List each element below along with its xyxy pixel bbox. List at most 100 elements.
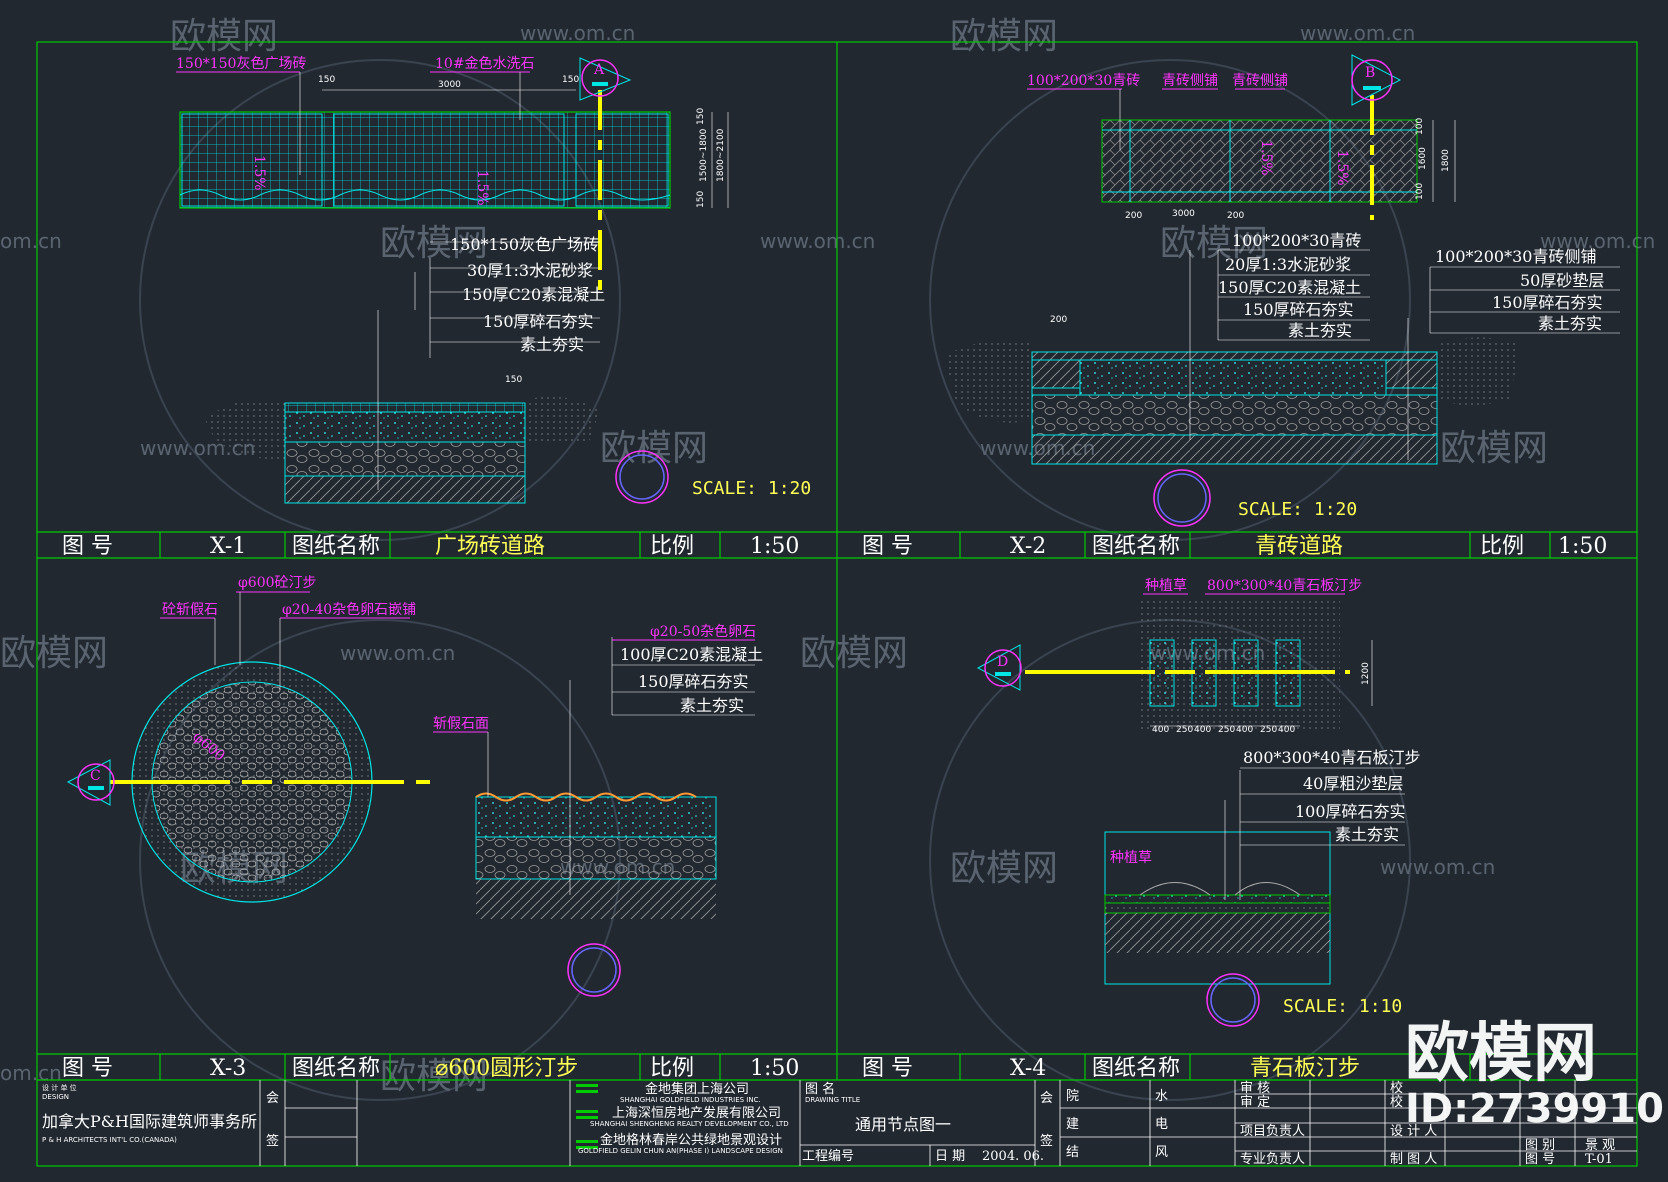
x4-marker-circle <box>984 649 1022 687</box>
x4-layer-3: 素土夯实 <box>1335 825 1399 844</box>
x4-title-name: 青石板汀步 <box>1250 1056 1360 1081</box>
x2-marker-arrow <box>1351 54 1402 106</box>
x2-title-no: X-2 <box>1010 534 1046 559</box>
tb-hui-2: 会 <box>1040 1091 1053 1106</box>
x4-title-no-label: 图 号 <box>862 1056 913 1081</box>
tb-client-4: 金地格林春岸公共绿地景观设计 <box>600 1132 782 1148</box>
x4-scale: SCALE: 1:10 <box>1283 996 1402 1017</box>
x2-title-ratio: 1:50 <box>1558 534 1607 559</box>
tb-client-1: SHANGHAI GOLDFIELD INDUSTRIES INC. <box>620 1096 761 1104</box>
x4-section-note: 种植草 <box>1110 850 1152 866</box>
tb-right-val-4: T-01 <box>1585 1152 1613 1167</box>
x2-dim-3: 100 <box>1415 118 1425 135</box>
x3-title-ratio: 1:50 <box>750 1056 799 1081</box>
tb-sign-col1-2: 结 <box>1066 1145 1079 1160</box>
x2-layer-1: 20厚1:3水泥砂浆 <box>1225 255 1351 274</box>
tb-role-2: 项目负责人 <box>1240 1124 1305 1139</box>
tb-client-0: 金地集团上海公司 <box>645 1081 749 1097</box>
x2-dim-2: 200 <box>1227 211 1244 221</box>
tb-role-0: 审 核 <box>1240 1081 1270 1096</box>
tb-client-logo <box>576 1084 598 1149</box>
panel-x2: 100*200*30青砖 青砖侧铺 青砖侧铺 200 3000 200 100 … <box>862 54 1620 559</box>
tb-sign-col1-0: 院 <box>1066 1089 1079 1104</box>
x1-slope-a: 1.5% <box>251 155 267 191</box>
x2-plan-label-0: 100*200*30青砖 <box>1027 73 1140 89</box>
x1-title-ratio-label: 比例 <box>650 534 694 559</box>
x2-layer-3: 150厚碎石夯实 <box>1243 300 1354 319</box>
x2-title-name-label: 图纸名称 <box>1092 534 1180 559</box>
wm-brand-3: 欧模网 <box>380 223 488 264</box>
x2-slope-a: 1.5% <box>1258 140 1274 176</box>
x4-dim-1: 250 <box>1176 725 1193 735</box>
wm-url-4: om.cn <box>0 229 62 253</box>
x3-marker-letter: C <box>90 768 101 784</box>
x1-marker-letter: A <box>593 62 605 78</box>
panel-x1: 150*150灰色广场砖 10#金色水洗石 150 3000 150 150 1… <box>62 55 811 559</box>
x4-dim-4: 400 <box>1236 725 1253 735</box>
wm-url-1: www.om.cn <box>520 21 635 45</box>
wm-url-12: om.cn <box>0 1061 62 1085</box>
x2-plan-label-1: 青砖侧铺 <box>1162 73 1218 89</box>
wm-url-11: www.om.cn <box>1380 855 1495 879</box>
x1-title-ratio: 1:50 <box>750 534 799 559</box>
tb-date-label: 日 期 <box>935 1149 965 1164</box>
tb-client-5: GOLDFIELD GELIN CHUN AN(PHASE I) LANDSCA… <box>578 1147 783 1155</box>
x2-dim-4: 1600 <box>1418 147 1428 170</box>
x1-title-no-label: 图 号 <box>62 534 113 559</box>
x1-dim-4: 1500~1800 <box>699 128 709 182</box>
x1-dim-2: 150 <box>562 75 579 85</box>
x1-plan-label-0: 150*150灰色广场砖 <box>176 55 306 72</box>
x4-dim-7: 1200 <box>1361 662 1371 685</box>
x1-dim-5: 1800~2100 <box>716 128 726 182</box>
tb-title-label: 图 名 <box>805 1081 835 1097</box>
x1-layer-2: 150厚C20素混凝土 <box>462 285 605 304</box>
tb-title-label-en: DRAWING TITLE <box>805 1096 860 1104</box>
x3-layer-2: 150厚碎石夯实 <box>638 672 749 691</box>
x4-title-no: X-4 <box>1010 1056 1046 1081</box>
wm-brand-8: 欧模网 <box>800 633 908 674</box>
x3-title-no-label: 图 号 <box>62 1056 113 1081</box>
x4-plan-label-1: 800*300*40青石板汀步 <box>1207 578 1362 594</box>
tb-sign-col1-1: 建 <box>1066 1117 1079 1132</box>
wm-brand-11: 欧模网 <box>380 1056 488 1097</box>
x3-layer-0: φ20-50杂色卵石 <box>650 623 756 640</box>
x2-side-2: 150厚碎石夯实 <box>1492 293 1603 312</box>
x2-layer-4: 素土夯实 <box>1288 321 1352 340</box>
x1-plan-label-1: 10#金色水洗石 <box>435 55 535 72</box>
x3-plan-label-1: φ600砼汀步 <box>238 575 317 591</box>
wm-brand-1: 欧模网 <box>170 16 278 57</box>
panel-x4: D 种植草 800*300*40青石板汀步 400 250 400 250 40… <box>862 578 1420 1081</box>
x3-marker-circle <box>77 763 115 801</box>
tb-design-unit: 设 计 单 位 <box>42 1083 77 1092</box>
tb-role-1: 审 定 <box>1240 1095 1270 1110</box>
x1-scale: SCALE: 1:20 <box>692 478 811 499</box>
x1-marker-arrow <box>579 57 632 101</box>
tb-client-2: 上海深恒房地产发展有限公司 <box>612 1105 781 1121</box>
tb-qian-2: 签 <box>1040 1133 1053 1149</box>
x1-slope-b: 1.5% <box>474 170 490 206</box>
x2-dim-6: 1800 <box>1441 149 1451 172</box>
panel-x3: C 砼斩假石 φ600砼汀步 φ20-40杂色卵石嵌铺 φ600 斩假石面 φ2… <box>62 575 799 1081</box>
x2-layer-2: 150厚C20素混凝土 <box>1218 278 1361 297</box>
x3-layer-1: 100厚C20素混凝土 <box>620 645 763 664</box>
x3-title-name-label: 图纸名称 <box>292 1056 380 1081</box>
x3-layer-3: 素土夯实 <box>680 696 744 715</box>
x2-dim-1: 3000 <box>1172 209 1195 219</box>
x2-side-3: 素土夯实 <box>1538 314 1602 333</box>
tb-project-no: 工程编号 <box>802 1149 854 1164</box>
x3-title-ratio-label: 比例 <box>650 1056 694 1081</box>
tb-sign-col2-1: 电 <box>1155 1117 1168 1132</box>
tb-role2-1: 校 <box>1390 1094 1403 1110</box>
tb-client-3: SHANGHAI SHENGHENG REALTY DEVELOPMENT CO… <box>590 1120 789 1128</box>
x2-slope-b: 1.5% <box>1334 150 1350 186</box>
x1-dim-0: 150 <box>318 75 335 85</box>
wm-brand-7: 欧模网 <box>0 633 108 674</box>
x2-marker-circle <box>1351 59 1393 101</box>
x4-marker-letter: D <box>997 654 1008 670</box>
x1-title-name: 广场砖道路 <box>435 534 545 559</box>
x4-layer-0: 800*300*40青石板汀步 <box>1243 748 1420 767</box>
tb-firm-en: P & H ARCHITECTS INT'L CO.(CANADA) <box>42 1136 177 1144</box>
wm-big-brand: 欧模网 <box>1405 1017 1597 1091</box>
x4-marker-arrow <box>976 644 1021 691</box>
